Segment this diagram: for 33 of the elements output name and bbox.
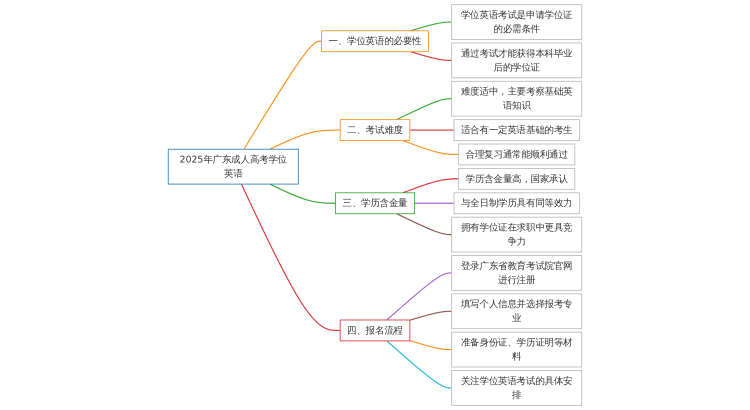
- node-box: 学历含金量高，国家承认: [458, 168, 576, 190]
- connector: [270, 130, 340, 150]
- node-box: 通过考试才能获得本科毕业后的学位证: [451, 42, 582, 78]
- connector: [402, 178, 459, 194]
- node-box: 难度适中，主要考察基础英语知识: [451, 80, 582, 117]
- connector: [410, 310, 452, 321]
- connector: [396, 213, 452, 236]
- node-box: 关注学位英语考试的具体安排: [451, 370, 582, 406]
- connector: [396, 98, 452, 120]
- node-box: 合理复习通常能顺利通过: [458, 144, 576, 166]
- connector: [410, 22, 452, 32]
- node-box: 准备身份证、学历证明等材料: [451, 332, 582, 368]
- node-box: 与全日制学历具有同等效力: [454, 192, 580, 214]
- node-box: 二、考试难度: [340, 119, 410, 141]
- connector: [410, 51, 452, 61]
- node-box: 适合有一定英语基础的考生: [454, 119, 580, 141]
- node-box: 学位英语考试是申请学位证的必需条件: [451, 4, 582, 40]
- node-box: 四、报名流程: [340, 320, 410, 342]
- node-box: 一、学位英语的必要性: [321, 30, 429, 52]
- connector: [240, 184, 340, 332]
- connector: [270, 184, 336, 204]
- connector: [410, 340, 452, 350]
- connector: [386, 340, 452, 388]
- node-box: 填写个人信息并选择报考专业: [451, 293, 582, 330]
- connector: [410, 130, 454, 131]
- connector: [402, 140, 459, 156]
- node-box: 登录广东省教育考试院官网进行注册: [451, 255, 582, 291]
- node-box: 2025年广东成人高考学位英语: [168, 148, 299, 185]
- node-box: 拥有学位证在求职中更具竞争力: [451, 216, 582, 252]
- connector: [386, 272, 452, 320]
- connector: [414, 202, 454, 204]
- node-box: 三、学历含金量: [335, 192, 415, 214]
- connector: [243, 40, 322, 150]
